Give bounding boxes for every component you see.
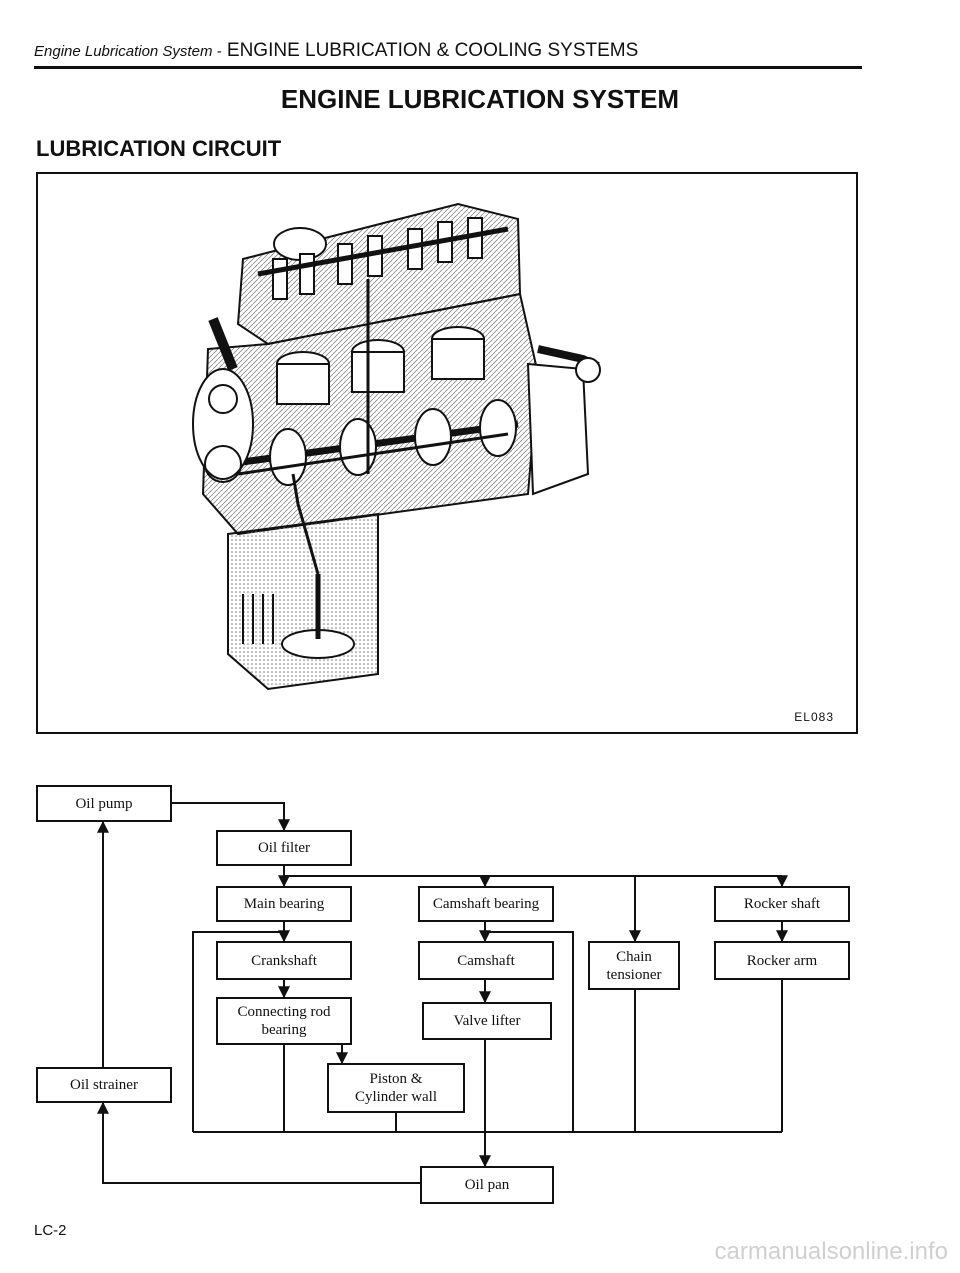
piston-cylinder-box: Piston & Cylinder wall: [327, 1063, 465, 1113]
rocker-shaft-label: Rocker shaft: [743, 896, 821, 912]
chain-tensioner-label: Chain tensioner: [606, 948, 662, 983]
camshaft-bearing-label: Camshaft bearing: [432, 896, 540, 912]
rocker-shaft-box: Rocker shaft: [714, 886, 850, 922]
oil-pan-box: Oil pan: [420, 1166, 554, 1204]
oil-pump-label: Oil pump: [75, 795, 133, 812]
connecting-rod-bearing-label: Connecting rod bearing: [237, 1004, 331, 1038]
section-title: LUBRICATION CIRCUIT: [36, 136, 282, 161]
engine-cutaway-drawing: [192, 202, 601, 691]
oil-filter-label: Oil filter: [257, 840, 311, 856]
page-title: ENGINE LUBRICATION SYSTEM: [280, 84, 680, 114]
header-title: ENGINE LUBRICATION & COOLING SYSTEMS: [226, 40, 639, 61]
header-subtitle: Engine Lubrication System -: [34, 43, 222, 60]
engine-illustration-figure: EL083: [36, 172, 858, 734]
oil-pump-box: Oil pump: [36, 785, 172, 822]
camshaft-label: Camshaft: [457, 952, 515, 969]
camshaft-box: Camshaft: [418, 941, 554, 980]
oil-filter-box: Oil filter: [216, 830, 352, 866]
chain-tensioner-box: Chain tensioner: [588, 941, 680, 990]
valve-lifter-box: Valve lifter: [422, 1002, 552, 1040]
crankshaft-label: Crankshaft: [251, 952, 317, 969]
valve-lifter-label: Valve lifter: [453, 1013, 521, 1029]
rocker-arm-box: Rocker arm: [714, 941, 850, 980]
page-number: LC-2: [34, 1222, 67, 1239]
piston-cylinder-label: Piston & Cylinder wall: [354, 1071, 438, 1105]
figure-code: EL083: [794, 710, 834, 724]
oil-strainer-label: Oil strainer: [70, 1077, 138, 1093]
oil-pan-label: Oil pan: [464, 1177, 510, 1193]
main-bearing-label: Main bearing: [243, 896, 325, 912]
header-rule: [34, 66, 862, 69]
watermark: carmanualsonline.info: [714, 1238, 948, 1265]
crankshaft-box: Crankshaft: [216, 941, 352, 980]
camshaft-bearing-box: Camshaft bearing: [418, 886, 554, 922]
connecting-rod-bearing-box: Connecting rod bearing: [216, 997, 352, 1045]
oil-strainer-box: Oil strainer: [36, 1067, 172, 1103]
running-header: Engine Lubrication System - ENGINE LUBRI…: [34, 40, 860, 62]
main-bearing-box: Main bearing: [216, 886, 352, 922]
rocker-arm-label: Rocker arm: [746, 952, 818, 969]
